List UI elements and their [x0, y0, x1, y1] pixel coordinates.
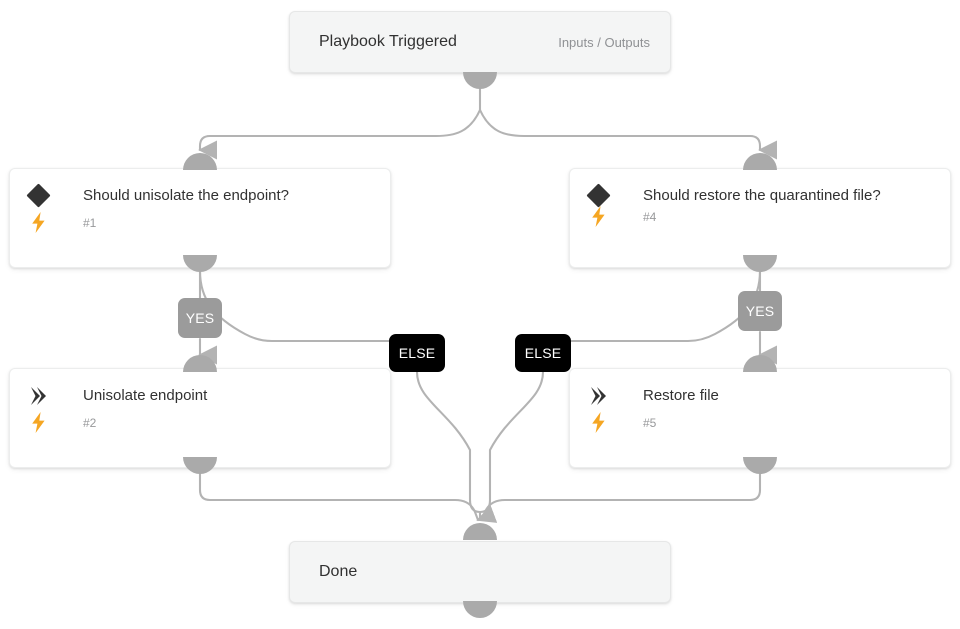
port-in-action-right[interactable] [743, 355, 777, 372]
port-out-trigger[interactable] [463, 72, 497, 89]
node-done[interactable]: Done [289, 541, 671, 603]
port-in-action-left[interactable] [183, 355, 217, 372]
port-in-done[interactable] [463, 523, 497, 540]
port-out-done[interactable] [463, 601, 497, 618]
port-out-action-left[interactable] [183, 457, 217, 474]
node-title: Done [319, 563, 358, 580]
badge-yes-left[interactable]: YES [178, 298, 222, 338]
port-out-decision-left[interactable] [183, 255, 217, 272]
port-out-decision-right[interactable] [743, 255, 777, 272]
bolt-icon [24, 412, 52, 433]
edge-decision-right-else [569, 269, 762, 343]
bolt-icon [584, 206, 612, 227]
node-number: #4 [643, 209, 657, 224]
node-action-restore-file[interactable]: Restore file #5 [569, 368, 951, 468]
chevron-right-icon [24, 385, 52, 405]
node-decision-unisolate-endpoint[interactable]: Should unisolate the endpoint? #1 [9, 168, 391, 268]
node-playbook-triggered[interactable]: Playbook Triggered Inputs / Outputs [289, 11, 671, 73]
node-decision-restore-quarantined-file[interactable]: Should restore the quarantined file? #4 [569, 168, 951, 268]
port-out-action-right[interactable] [743, 457, 777, 474]
badge-yes-right[interactable]: YES [738, 291, 782, 331]
badge-else-left[interactable]: ELSE [389, 334, 445, 372]
port-in-decision-right[interactable] [743, 153, 777, 170]
edge-trigger-to-decision-right [478, 108, 778, 160]
badge-else-right[interactable]: ELSE [515, 334, 571, 372]
node-title: Restore file [643, 387, 719, 404]
port-in-decision-left[interactable] [183, 153, 217, 170]
node-number: #5 [643, 415, 657, 430]
node-title: Playbook Triggered [319, 33, 457, 50]
inputs-outputs-label[interactable]: Inputs / Outputs [558, 34, 650, 50]
edge-else-left-to-done [415, 370, 482, 522]
chevron-right-icon [584, 385, 612, 405]
diamond-icon [584, 183, 612, 208]
node-title: Should unisolate the endpoint? [83, 187, 290, 204]
bolt-icon [24, 212, 52, 233]
node-number: #1 [83, 215, 97, 230]
node-number: #2 [83, 415, 97, 430]
node-title: Should restore the quarantined file? [643, 187, 881, 204]
bolt-icon [584, 412, 612, 433]
edge-action-left-to-done [198, 470, 498, 523]
edge-action-right-to-done [480, 470, 762, 522]
diamond-icon [24, 183, 52, 208]
node-action-unisolate-endpoint[interactable]: Unisolate endpoint #2 [9, 368, 391, 468]
node-title: Unisolate endpoint [83, 387, 208, 404]
edge-else-right-to-done [478, 370, 545, 514]
edge-decision-left-else [198, 269, 391, 343]
edge-trigger-to-decision-left [198, 108, 482, 160]
